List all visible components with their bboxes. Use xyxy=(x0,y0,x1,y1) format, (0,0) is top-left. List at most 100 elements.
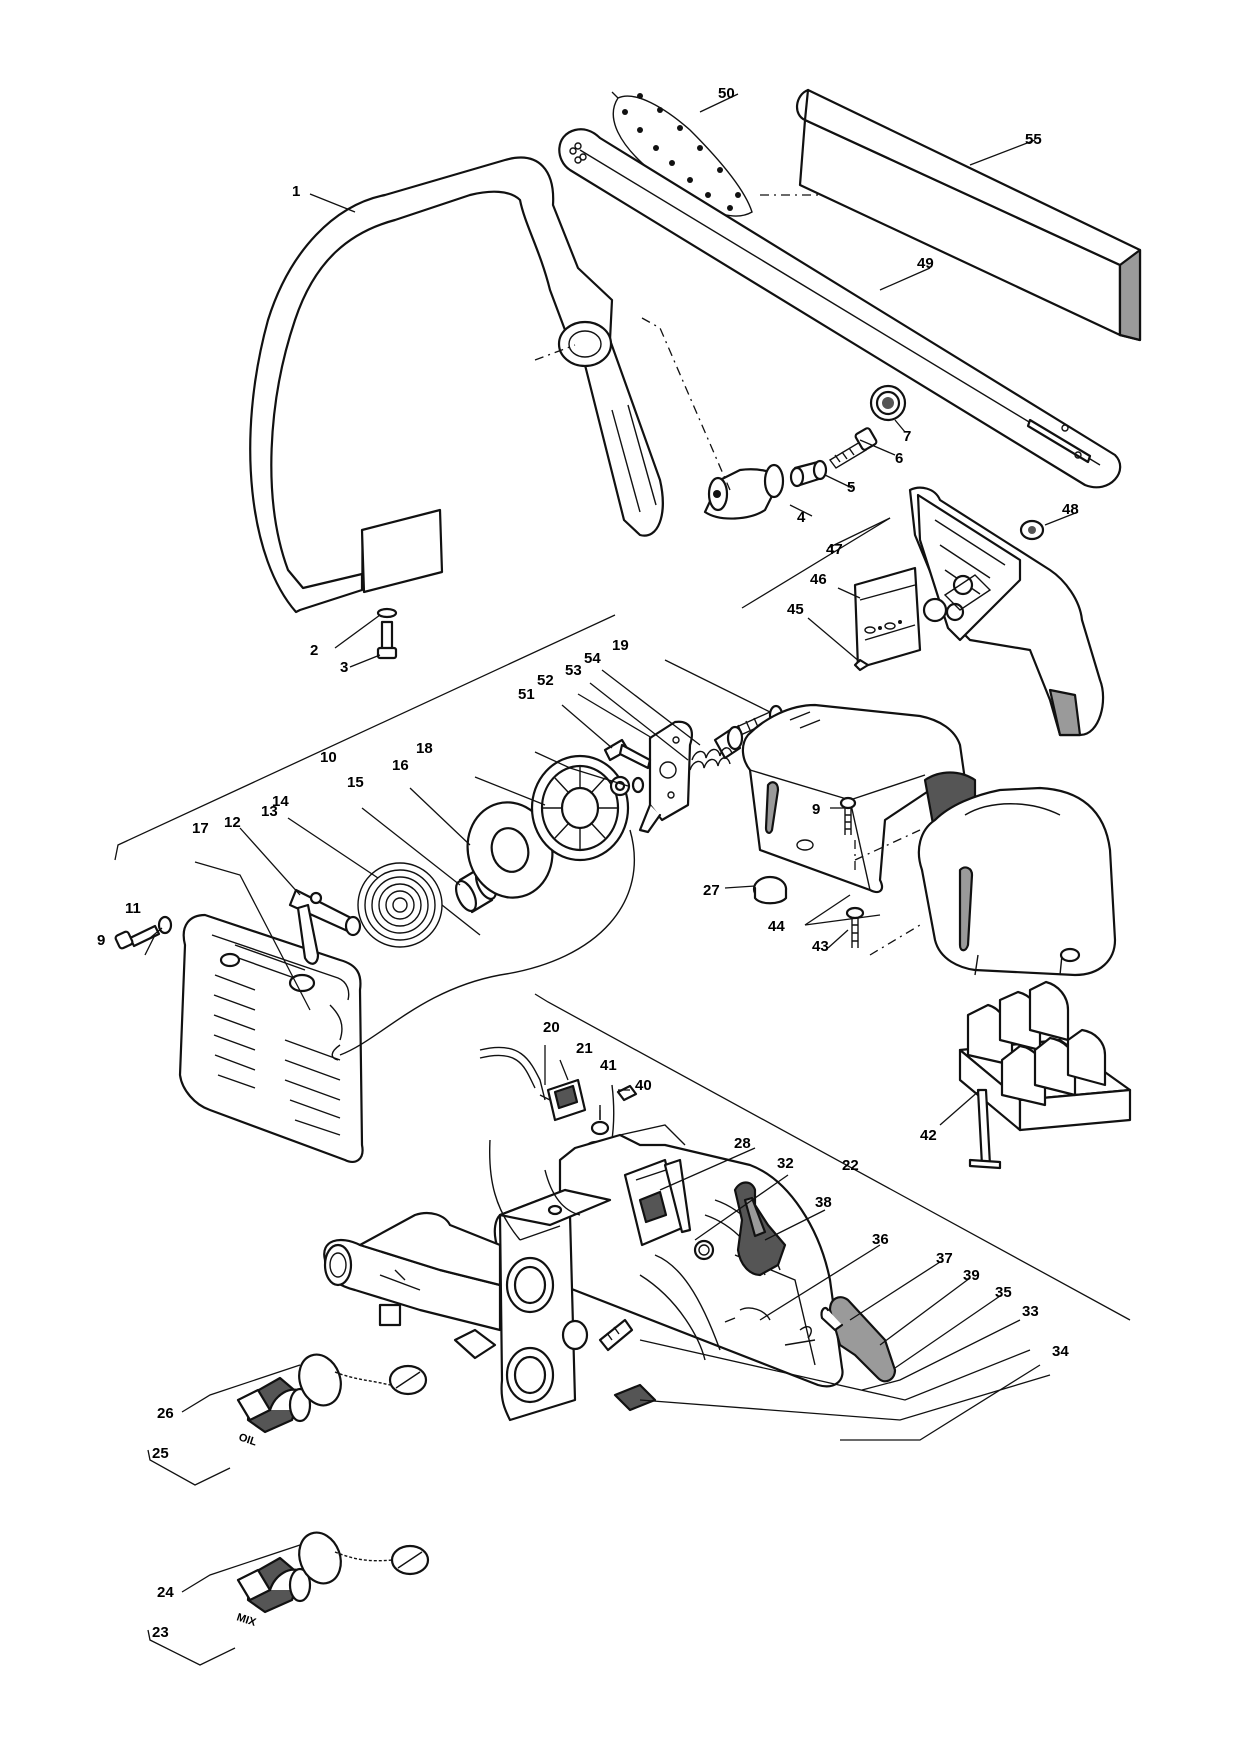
brake-spring xyxy=(689,747,733,771)
part-label-32: 32 xyxy=(777,1155,794,1172)
starter-washer-large xyxy=(466,801,554,899)
starter-housing xyxy=(178,913,364,1163)
saw-chain xyxy=(611,91,753,217)
part-label-4: 4 xyxy=(797,509,806,526)
oil-pump-screw xyxy=(598,1318,634,1352)
part-label-38: 38 xyxy=(815,1194,832,1211)
part-label-14: 14 xyxy=(272,793,289,810)
part-label-19: 19 xyxy=(612,637,629,654)
front-handle xyxy=(249,156,664,614)
throttle-trigger xyxy=(820,1296,897,1383)
part-label-41: 41 xyxy=(600,1057,617,1074)
starter-handle xyxy=(288,888,362,965)
trigger-pin xyxy=(784,1339,816,1346)
o-ring xyxy=(693,1239,715,1261)
part-label-9a: 9 xyxy=(97,932,105,949)
spike-nut xyxy=(789,459,828,488)
sprocket-cover xyxy=(908,486,1105,737)
fuel-cap-marking: MIX xyxy=(235,1611,258,1629)
part-label-40: 40 xyxy=(635,1077,652,1094)
part-label-55: 55 xyxy=(1025,131,1042,148)
part-label-2: 2 xyxy=(310,642,318,659)
part-label-39: 39 xyxy=(963,1267,980,1284)
part-label-15: 15 xyxy=(347,774,364,791)
oil-cap-tether xyxy=(334,1371,391,1386)
top-cover-screw xyxy=(839,796,857,835)
rewind-spring xyxy=(357,862,481,948)
part-label-24: 24 xyxy=(157,1584,174,1601)
fuel-cap-seal xyxy=(298,1531,342,1585)
stop-switch xyxy=(546,1078,587,1122)
fuel-cap-tether xyxy=(334,1551,393,1562)
starter-pulley xyxy=(530,754,630,862)
throttle-lockout xyxy=(733,1181,787,1277)
part-label-5: 5 xyxy=(847,479,855,496)
part-label-22: 22 xyxy=(842,1157,859,1174)
part-label-34: 34 xyxy=(1052,1343,1069,1360)
part-label-16: 16 xyxy=(392,757,409,774)
oil-cap: OIL xyxy=(236,1376,312,1449)
part-label-46: 46 xyxy=(810,571,827,588)
part-label-13: 13 xyxy=(261,803,278,820)
top-cover xyxy=(741,703,977,894)
part-label-45: 45 xyxy=(787,601,804,618)
part-label-18: 18 xyxy=(416,740,433,757)
fuel-cap-ring xyxy=(390,1544,430,1576)
part-label-50: 50 xyxy=(718,85,735,102)
leader-lines xyxy=(144,93,1079,1369)
intake-manifold xyxy=(323,1211,502,1360)
oil-cap-seal xyxy=(298,1353,342,1407)
part-label-47: 47 xyxy=(826,541,843,558)
part-label-36: 36 xyxy=(872,1231,889,1248)
part-label-1: 1 xyxy=(292,183,300,200)
air-filter xyxy=(958,980,1132,1170)
bumper-nut xyxy=(869,384,907,422)
part-label-37: 37 xyxy=(936,1250,953,1267)
part-label-12: 12 xyxy=(224,814,241,831)
engine-mount-block xyxy=(498,1188,612,1422)
part-label-43: 43 xyxy=(812,938,829,955)
part-label-11: 11 xyxy=(125,900,141,917)
trigger-spring xyxy=(799,1326,812,1339)
part-label-33: 33 xyxy=(1022,1303,1039,1320)
part-label-6: 6 xyxy=(895,450,903,467)
bar-cover xyxy=(796,88,1142,342)
part-label-9b: 9 xyxy=(812,801,820,818)
part-label-52: 52 xyxy=(537,672,554,689)
part-label-7: 7 xyxy=(903,428,911,445)
oil-cap-marking: OIL xyxy=(237,1431,258,1448)
bumper-spike xyxy=(703,463,785,520)
part-label-28: 28 xyxy=(734,1135,751,1152)
filter-cover-screw xyxy=(845,906,865,948)
part-label-21: 21 xyxy=(576,1040,593,1057)
starter-rope xyxy=(339,829,635,1056)
part-label-20: 20 xyxy=(543,1019,560,1036)
part-label-42: 42 xyxy=(920,1127,937,1144)
part-label-44: 44 xyxy=(768,918,785,935)
part-label-48: 48 xyxy=(1062,501,1079,518)
chain-guide-plate xyxy=(853,566,922,670)
handle-washer xyxy=(376,607,398,619)
part-label-35: 35 xyxy=(995,1284,1012,1301)
grommet xyxy=(616,1084,638,1102)
part-label-53: 53 xyxy=(565,662,582,679)
cover-nut xyxy=(1019,519,1045,541)
part-labels: 1 2 3 4 5 6 7 9 9 10 11 12 13 14 15 16 1… xyxy=(97,85,1079,1641)
fuel-cap: MIX xyxy=(235,1556,312,1629)
brake-pin xyxy=(603,738,652,794)
starter-washer xyxy=(157,915,173,935)
part-label-26: 26 xyxy=(157,1405,174,1422)
spike-bolt xyxy=(828,427,878,469)
switch-wire xyxy=(479,1046,546,1101)
oil-cap-ring xyxy=(388,1364,428,1396)
brake-lever-plate xyxy=(638,720,693,834)
air-filter-cover xyxy=(917,786,1117,977)
part-label-51: 51 xyxy=(518,686,535,703)
part-label-10: 10 xyxy=(320,749,337,766)
cover-plug xyxy=(752,875,788,905)
trigger-lock xyxy=(613,1383,657,1412)
part-label-49: 49 xyxy=(917,255,934,272)
part-label-17: 17 xyxy=(192,820,209,837)
guide-bar xyxy=(558,128,1122,489)
